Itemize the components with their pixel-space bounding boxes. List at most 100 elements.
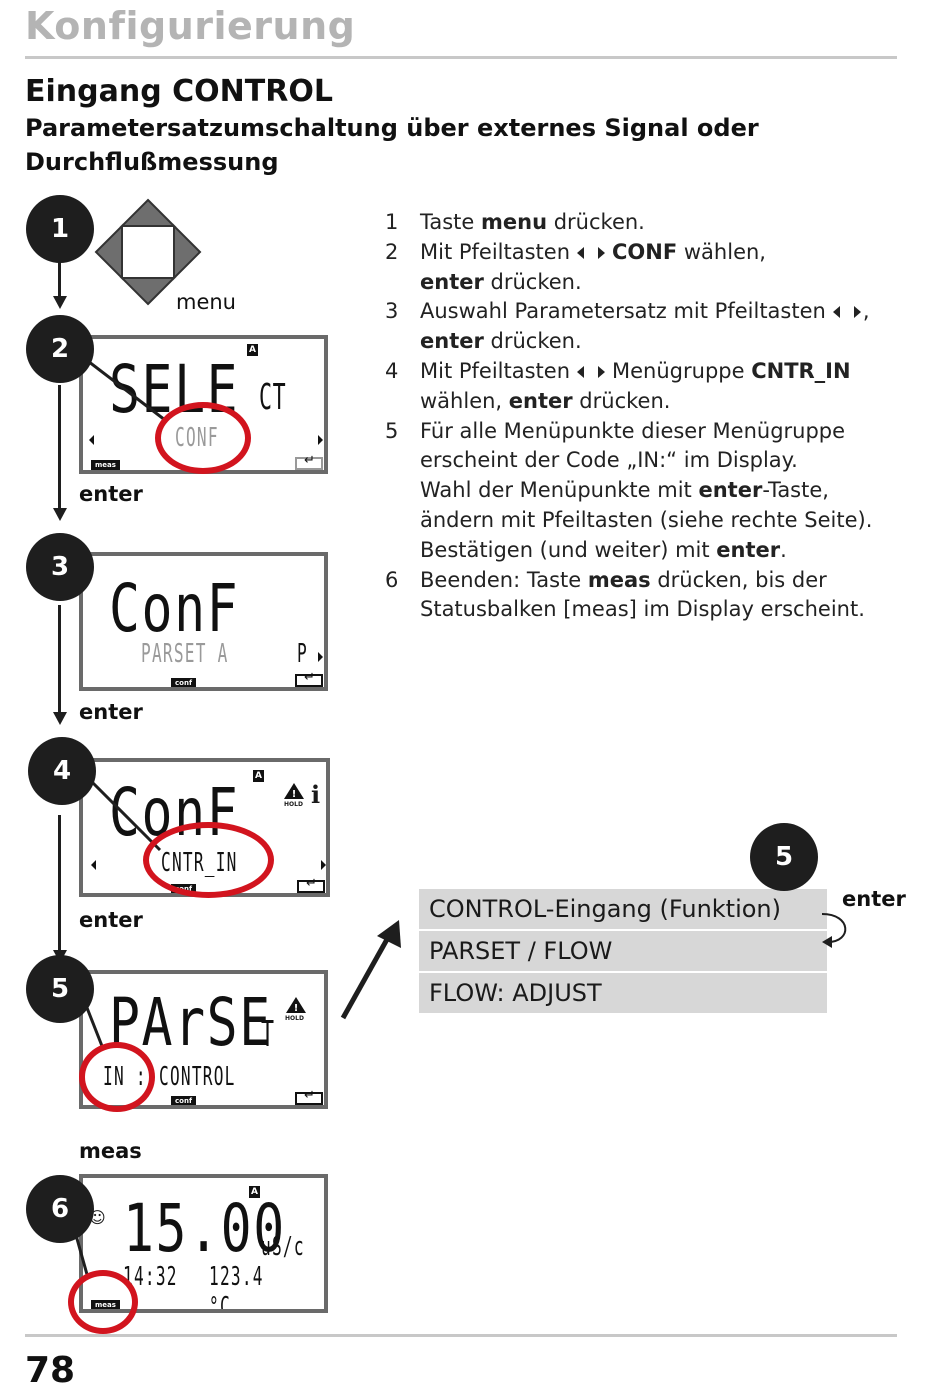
menu-divider	[419, 971, 827, 973]
right-arrow-icon	[318, 652, 323, 662]
page-subtitle-line1: Parametersatzumschaltung über externes S…	[25, 114, 759, 142]
display-sub-right: P	[297, 639, 308, 669]
menu-item-flow-adjust[interactable]: FLOW: ADJUST	[419, 973, 827, 1013]
instruction-text: Wahl der Menüpunkte mit	[420, 478, 699, 503]
instruction-3: 3 Auswahl Parametersatz mit Pfeiltasten,…	[385, 297, 905, 357]
instruction-text: .	[780, 537, 787, 562]
display-sub-text: PARSET A	[141, 639, 229, 669]
flow-line-4-5	[58, 815, 61, 955]
instruction-text: drücken.	[547, 210, 645, 234]
menu-enter-label: enter	[842, 887, 906, 911]
menu-item-parset-flow[interactable]: PARSET / FLOW	[419, 931, 827, 971]
status-tag: conf	[171, 1096, 196, 1105]
pointer-line-2	[79, 353, 166, 422]
right-arrow-icon	[598, 365, 606, 378]
page-title: Eingang CONTROL	[25, 74, 333, 109]
arrow-keypad-icon[interactable]	[92, 196, 204, 308]
instruction-text: drücken.	[572, 388, 671, 413]
label-enter-2: enter	[79, 482, 143, 506]
instruction-text: Auswahl Parametersatz mit Pfeiltasten	[420, 299, 826, 324]
instruction-keyword: enter	[420, 329, 484, 354]
page-subtitle-line2: Durchflußmessung	[25, 148, 279, 176]
right-arrow-icon	[318, 435, 323, 445]
label-meas: meas	[79, 1139, 142, 1163]
step-number-5: 5	[26, 955, 94, 1023]
instruction-text: drücken, bis der	[650, 567, 827, 592]
display-sub-text: CONTROL	[159, 1062, 236, 1092]
section-title: Konfigurierung	[25, 4, 356, 48]
display-unit: uS/c	[261, 1232, 305, 1262]
left-arrow-icon	[577, 365, 585, 378]
highlight-ring-cntr-in	[143, 822, 274, 898]
display-main-suffix: CT	[259, 377, 287, 418]
footer-divider	[25, 1334, 897, 1337]
display-main-suffix: T	[261, 1014, 275, 1055]
instruction-text: Mit Pfeiltasten	[420, 358, 571, 383]
pointer-line-4	[82, 772, 162, 852]
instruction-keyword: CONF	[612, 239, 678, 264]
page-number: 78	[25, 1350, 76, 1391]
instruction-number: 4	[385, 358, 399, 383]
enter-key-icon	[297, 876, 325, 893]
instruction-number: 1	[385, 210, 399, 234]
keypad-menu-label: menu	[176, 290, 236, 314]
instruction-keyword: enter	[420, 269, 484, 294]
display-temperature: 123.4 °C	[209, 1262, 264, 1313]
step-number-4: 4	[28, 737, 96, 805]
instruction-text: Für alle Menüpunkte dieser Menügruppe	[420, 418, 846, 443]
instruction-4: 4 Mit Pfeiltasten Menügruppe CNTR_IN wähl…	[385, 357, 905, 417]
highlight-ring-conf	[155, 402, 251, 474]
instruction-text: Mit Pfeiltasten	[420, 239, 571, 264]
instruction-keyword: CNTR_IN	[751, 358, 851, 383]
display-main-value: 15.00	[123, 1190, 286, 1267]
indicator-a: A	[247, 344, 258, 356]
flow-arrow-2-3	[53, 508, 67, 521]
instruction-text: wählen,	[677, 239, 766, 264]
instruction-text: ändern mit Pfeiltasten (siehe rechte Sei…	[420, 507, 873, 532]
left-arrow-icon	[91, 860, 96, 870]
label-enter-3: enter	[79, 700, 143, 724]
key-up-icon	[119, 198, 177, 227]
loop-arrow-icon	[821, 913, 847, 948]
instruction-text: Menügruppe	[612, 358, 752, 383]
instruction-text: Beenden: Taste	[420, 567, 588, 592]
instruction-text: Taste	[420, 210, 481, 234]
step-number-6: 6	[26, 1175, 94, 1243]
instruction-6: 6 Beenden: Taste meas drücken, bis der S…	[385, 566, 905, 626]
indicator-a: A	[253, 770, 264, 782]
key-left-icon	[94, 223, 123, 281]
instruction-5: 5 Für alle Menüpunkte dieser Menügruppe …	[385, 417, 905, 566]
enter-key-icon	[295, 1088, 323, 1105]
display-step-3: ConF PARSET A P conf	[79, 552, 328, 691]
hold-warning-icon: !	[286, 997, 306, 1014]
instruction-number: 6	[385, 567, 399, 592]
diagonal-arrow-icon	[340, 920, 401, 1020]
instruction-text: wählen,	[420, 388, 509, 413]
info-icon: i	[311, 780, 321, 809]
enter-key-icon	[295, 670, 323, 687]
right-arrow-icon	[853, 306, 861, 319]
flow-arrow-1-2	[53, 296, 67, 309]
hold-label: HOLD	[285, 1015, 304, 1022]
svg-text:!: !	[292, 789, 297, 800]
instruction-number: 3	[385, 299, 399, 324]
highlight-ring-in	[79, 1042, 155, 1112]
label-enter-4: enter	[79, 908, 143, 932]
instruction-text: erscheint der Code „IN:“ im Display.	[420, 448, 798, 473]
hold-warning-icon: !	[284, 783, 304, 800]
svg-text:!: !	[294, 1003, 299, 1014]
step-number-3: 3	[26, 533, 94, 601]
hold-label: HOLD	[284, 801, 303, 808]
menu-item-control-input[interactable]: CONTROL-Eingang (Funktion)	[419, 889, 827, 929]
status-tag: conf	[171, 678, 196, 687]
instruction-text: Bestätigen (und weiter) mit	[420, 537, 717, 562]
instruction-text: Statusbalken [meas] im Display erscheint…	[420, 597, 865, 622]
step-number-2: 2	[26, 315, 94, 383]
right-arrow-icon	[321, 860, 326, 870]
instruction-text: drücken.	[483, 269, 582, 294]
enter-key-icon	[295, 453, 323, 470]
status-tag: meas	[91, 460, 120, 470]
key-down-icon	[119, 277, 177, 306]
